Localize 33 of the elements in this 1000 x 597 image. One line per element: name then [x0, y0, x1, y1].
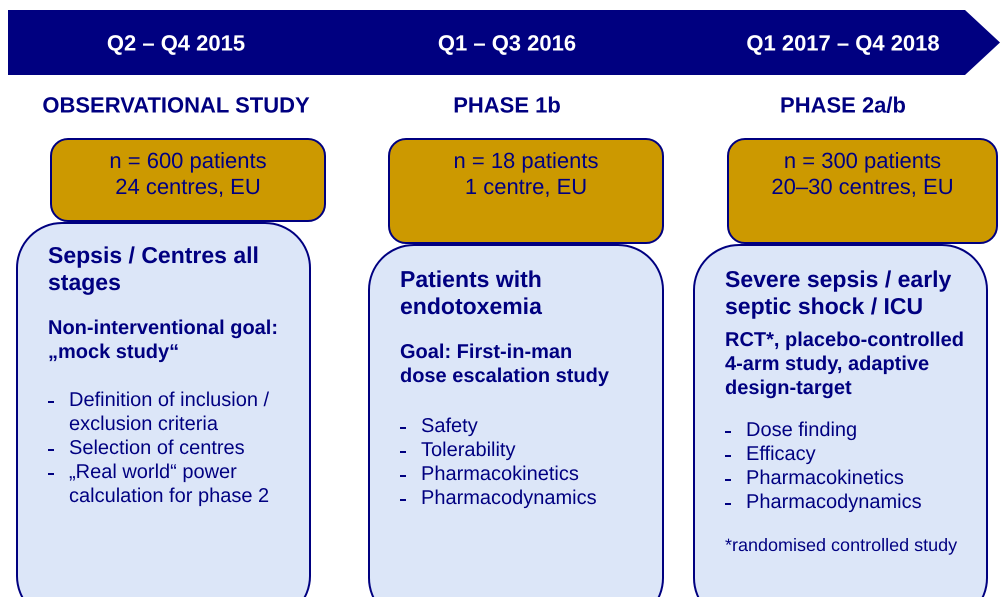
- group-heading: Severe sepsis / early septic shock / ICU: [725, 266, 952, 320]
- bullet-item: Safety: [421, 414, 478, 438]
- bullet-item: Efficacy: [746, 442, 816, 466]
- group-heading: Sepsis / Centres all stages: [48, 242, 260, 296]
- bullet-item: Pharmacokinetics: [421, 462, 579, 486]
- participants-text: n = 600 patients 24 centres, EU: [108, 148, 268, 200]
- participants-text: n = 300 patients 20–30 centres, EU: [770, 148, 955, 200]
- goal-text: RCT*, placebo-controlled 4-arm study, adaptive design-target: [725, 328, 965, 400]
- bullet-item: Definition of inclusion / exclusion criteria: [69, 388, 270, 436]
- bullet-item: „Real world“ power calculation for phase 2: [69, 460, 270, 508]
- participants-box: [727, 138, 998, 244]
- phase-card: [16, 222, 311, 597]
- group-heading: Patients with endotoxemia: [400, 266, 543, 320]
- period-label: Q1 2017 – Q4 2018: [746, 29, 940, 57]
- phase-heading: PHASE 2a/b: [780, 92, 906, 120]
- participants-box: [388, 138, 664, 244]
- phase-heading: OBSERVATIONAL STUDY: [42, 92, 310, 120]
- bullet-item: Tolerability: [421, 438, 516, 462]
- bullet-item: Selection of centres: [69, 436, 245, 460]
- goal-text: Goal: First-in-man dose escalation study: [400, 340, 610, 388]
- period-label: Q1 – Q3 2016: [438, 29, 576, 57]
- participants-box: [50, 138, 326, 222]
- bullet-item: Pharmacodynamics: [421, 486, 597, 510]
- period-label: Q2 – Q4 2015: [106, 29, 246, 57]
- goal-text: Non-interventional goal: „mock study“: [48, 316, 279, 364]
- bullet-item: Pharmacodynamics: [746, 490, 922, 514]
- bullet-item: Dose finding: [746, 418, 858, 442]
- phase-card: [693, 244, 988, 597]
- phase-heading: PHASE 1b: [453, 92, 561, 120]
- footnote: *randomised controlled study: [725, 534, 958, 556]
- bullet-item: Pharmacokinetics: [746, 466, 904, 490]
- participants-text: n = 18 patients 1 centre, EU: [452, 148, 600, 200]
- phase-card: [368, 244, 664, 597]
